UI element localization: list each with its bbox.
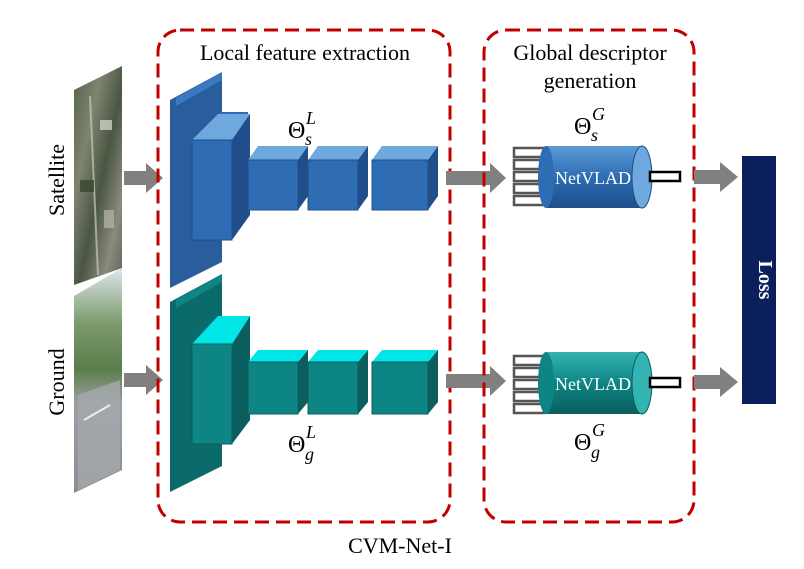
theta-g-global-label: Θ G g [574,420,605,462]
arrow-ground-input [124,365,163,395]
svg-text:L: L [305,422,316,442]
global-box-title-line1: Global descriptor [513,40,667,65]
svg-text:s: s [305,129,312,149]
global-descriptor-box [482,28,696,524]
arrow-satellite-to-netvlad [446,163,506,193]
svg-text:Θ: Θ [574,114,591,140]
svg-text:G: G [592,420,605,440]
satellite-label: Satellite [44,144,69,216]
svg-text:L: L [305,108,316,128]
svg-text:Θ: Θ [574,430,591,456]
satellite-netvlad-cylinder [538,145,653,209]
ground-label: Ground [44,348,69,415]
ground-cnn [170,274,438,492]
svg-text:G: G [592,104,605,124]
arrow-satellite-input [124,163,163,193]
satellite-descriptor [648,170,682,183]
local-feature-box [156,28,452,524]
theta-g-local-label: Θ L g [288,422,316,464]
svg-text:s: s [591,125,598,145]
loss-label: Loss [754,261,776,300]
ground-image [74,268,122,493]
model-caption: CVM-Net-I [348,533,452,558]
svg-text:Θ: Θ [288,432,305,458]
satellite-cnn [170,72,438,288]
netvlad-ground-label: NetVLAD [555,374,631,394]
global-box-title-line2: generation [544,68,637,93]
arrow-ground-to-loss [694,367,738,397]
loss-box [742,156,776,404]
local-feature-title: Local feature extraction [200,40,410,65]
netvlad-satellite-label: NetVLAD [555,168,631,188]
svg-text:Θ: Θ [288,118,305,144]
satellite-image [74,66,122,285]
svg-text:g: g [591,442,600,462]
ground-netvlad-cylinder [538,351,653,415]
theta-s-global-label: Θ G s [574,104,605,145]
arrow-ground-to-netvlad [446,366,506,396]
svg-text:g: g [305,444,314,464]
ground-descriptor [648,376,682,389]
arrow-satellite-to-loss [694,162,738,192]
theta-s-local-label: Θ L s [288,108,316,149]
